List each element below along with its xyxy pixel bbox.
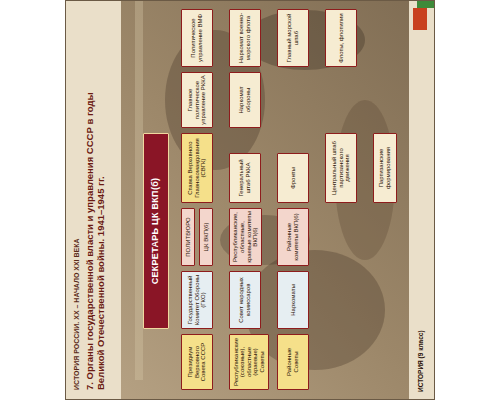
- org-box: Государственный Комитет Обороны (ГКО): [181, 271, 213, 329]
- org-box: Совет народных комиссаров: [229, 271, 261, 329]
- footer-label: ИСТОРИЯ (9 класс): [417, 252, 424, 392]
- box-text: Фронты: [290, 167, 297, 189]
- publisher-logo: [413, 8, 427, 30]
- org-box: Политическое управление ВМФ: [181, 9, 213, 67]
- corner-strip: [417, 0, 435, 8]
- box-text: Наркомат обороны: [238, 75, 251, 125]
- org-box: Наркомат военно-морского флота: [229, 9, 261, 67]
- leader-box: СЕКРЕТАРЬ ЦК ВКП(б): [143, 133, 169, 329]
- org-box: Республиканские (союзные), областные (кр…: [229, 334, 269, 390]
- box-text: Республиканские (союзные), областные (кр…: [233, 337, 266, 387]
- header-band: [65, 0, 121, 400]
- box-text: Наркоматы: [290, 284, 297, 315]
- box-text: Президиум Верховного Совета СССР: [187, 337, 207, 387]
- org-box: Фронты: [277, 153, 309, 203]
- box-text: Республиканские, областные, краевые коми…: [232, 211, 258, 263]
- footer-band: [409, 0, 435, 400]
- org-box: Республиканские, областные, краевые коми…: [229, 208, 262, 266]
- org-box: Районные Советы: [277, 334, 309, 390]
- poster-title: 7. Органы государственной власти и управ…: [85, 90, 107, 390]
- org-box: Центральный штаб партизанского движения: [325, 133, 357, 203]
- box-text: Центральный штаб партизанского движения: [331, 136, 351, 200]
- box-text: Ставка Верховного Главнокомандования (СВ…: [187, 136, 207, 200]
- org-box: Партизанские формирования: [373, 133, 397, 203]
- box-text: Районные Советы: [286, 337, 299, 387]
- photo-figure: [245, 10, 365, 70]
- org-box: Главное политическое управление РККА: [181, 72, 213, 128]
- box-text: Наркомат военно-морского флота: [238, 12, 251, 64]
- org-box: Генеральный штаб РККА: [229, 153, 261, 203]
- org-box: Президиум Верховного Совета СССР: [181, 334, 213, 390]
- box-text: Главный морской штаб: [286, 12, 299, 64]
- box-text: ЦК ВКП(б): [203, 223, 210, 252]
- photo-ground: [65, 0, 435, 400]
- org-box: ПОЛИТБЮРО: [181, 208, 195, 266]
- org-box: Наркомат обороны: [229, 72, 261, 128]
- box-text: Флоты, флотилии: [338, 13, 345, 62]
- org-box: Флоты, флотилии: [325, 9, 357, 67]
- box-text: Совет народных комиссаров: [238, 274, 251, 326]
- box-text: Районные комитеты ВКП(б): [286, 211, 299, 263]
- box-text: СЕКРЕТАРЬ ЦК ВКП(б): [151, 178, 161, 285]
- box-text: Государственный Комитет Обороны (ГКО): [187, 274, 207, 326]
- series-header: ИСТОРИЯ РОССИИ. XX – НАЧАЛО XXI ВЕКА: [73, 90, 80, 390]
- org-box: ЦК ВКП(б): [199, 208, 213, 266]
- box-text: Главное политическое управление РККА: [187, 75, 207, 125]
- org-box: Районные комитеты ВКП(б): [277, 208, 309, 266]
- box-text: Партизанские формирования: [378, 136, 391, 200]
- photo-table: [135, 0, 143, 380]
- box-text: ПОЛИТБЮРО: [185, 217, 192, 256]
- box-text: Генеральный штаб РККА: [238, 156, 251, 200]
- poster: 7. Органы государственной власти и управ…: [65, 0, 435, 400]
- org-box: Наркоматы: [277, 271, 309, 329]
- box-text: Политическое управление ВМФ: [190, 12, 203, 64]
- org-box: Ставка Верховного Главнокомандования (СВ…: [181, 133, 213, 203]
- poster-frame: [66, 1, 435, 400]
- org-box: Главный морской штаб: [277, 9, 309, 67]
